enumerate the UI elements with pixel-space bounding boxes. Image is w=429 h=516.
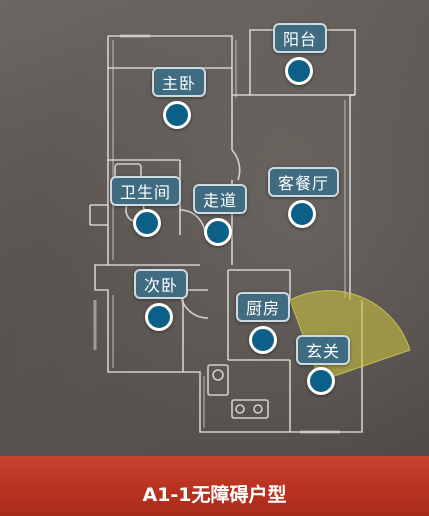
hotspot-corridor[interactable]: [204, 218, 232, 246]
room-label-bathroom[interactable]: 卫生间: [110, 176, 182, 206]
room-label-second-bedroom[interactable]: 次卧: [134, 269, 189, 299]
hotspot-entrance[interactable]: [307, 367, 335, 395]
plan-title: A1-1无障碍户型: [142, 483, 287, 506]
room-label-entrance[interactable]: 玄关: [296, 335, 351, 365]
plan-title-banner: A1-1无障碍户型: [0, 456, 429, 516]
room-label-corridor[interactable]: 走道: [193, 184, 248, 214]
hotspot-bathroom[interactable]: [133, 209, 161, 237]
hotspot-kitchen[interactable]: [249, 326, 277, 354]
hotspot-balcony[interactable]: [285, 57, 313, 85]
room-label-kitchen[interactable]: 厨房: [236, 292, 291, 322]
hotspot-second-bedroom[interactable]: [145, 303, 173, 331]
hotspot-master-bedroom[interactable]: [163, 101, 191, 129]
room-label-balcony[interactable]: 阳台: [273, 23, 328, 53]
hotspot-living-dining[interactable]: [288, 200, 316, 228]
room-label-master-bedroom[interactable]: 主卧: [152, 67, 207, 97]
room-label-living-dining[interactable]: 客餐厅: [268, 167, 340, 197]
